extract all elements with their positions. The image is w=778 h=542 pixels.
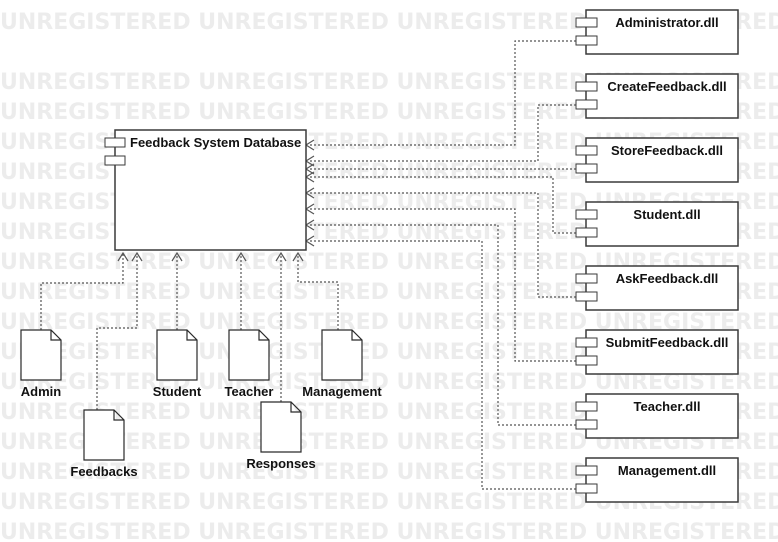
component-box[interactable]: [585, 9, 739, 55]
component-label: StoreFeedback.dll: [611, 143, 723, 158]
component-port-icon: [575, 419, 598, 430]
component-box[interactable]: [585, 265, 739, 311]
component-port-icon: [575, 483, 598, 494]
dependency-line: [40, 254, 124, 330]
component-askfeedback-dll[interactable]: AskFeedback.dll: [575, 265, 739, 311]
component-createfeedback-dll[interactable]: CreateFeedback.dll: [575, 73, 739, 119]
component-port-icon: [575, 227, 598, 238]
arrowhead: [235, 251, 247, 262]
component-port-icon: [575, 17, 598, 28]
component-label: Administrator.dll: [615, 15, 718, 30]
component-port-icon: [575, 35, 598, 46]
component-box[interactable]: [585, 201, 739, 247]
component-box[interactable]: [585, 329, 739, 375]
dependency-line: [297, 254, 339, 330]
component-label: AskFeedback.dll: [616, 271, 719, 286]
component-port-icon: [575, 465, 598, 476]
component-label: Teacher.dll: [634, 399, 701, 414]
dependency-line: [308, 240, 576, 490]
dependency-line: [96, 254, 138, 410]
arrowhead: [117, 251, 129, 262]
artifact-label: Teacher: [225, 384, 274, 399]
component-box[interactable]: [585, 137, 739, 183]
component-management-dll[interactable]: Management.dll: [575, 457, 739, 503]
component-port-icon: [575, 145, 598, 156]
document-icon[interactable]: [260, 401, 302, 453]
component-box[interactable]: [585, 393, 739, 439]
dependency-line: [308, 192, 576, 298]
dll-components: Administrator.dll CreateFeedback.dll Sto…: [575, 9, 739, 503]
arrowhead: [171, 251, 183, 262]
artifact-teacher[interactable]: Teacher: [225, 329, 274, 399]
document-icon[interactable]: [20, 329, 62, 381]
artifact-label: Management: [302, 384, 382, 399]
artifact-responses[interactable]: Responses: [246, 401, 316, 471]
component-box[interactable]: [585, 457, 739, 503]
component-student-dll[interactable]: Student.dll: [575, 201, 739, 247]
watermark-row: UNREGISTERED UNREGISTERED UNREGISTERED U…: [0, 520, 778, 542]
component-label: Student.dll: [633, 207, 700, 222]
component-port-icon: [575, 163, 598, 174]
dependency-line: [308, 40, 576, 146]
component-administrator-dll[interactable]: Administrator.dll: [575, 9, 739, 55]
component-port-icon: [575, 273, 598, 284]
component-box[interactable]: [585, 73, 739, 119]
document-icon[interactable]: [83, 409, 125, 461]
component-port-icon: [575, 291, 598, 302]
document-icon[interactable]: [321, 329, 363, 381]
database-label: Feedback System Database: [130, 135, 301, 150]
component-label: CreateFeedback.dll: [607, 79, 726, 94]
component-label: Management.dll: [618, 463, 716, 478]
component-storefeedback-dll[interactable]: StoreFeedback.dll: [575, 137, 739, 183]
component-port-icon: [575, 401, 598, 412]
dependency-line: [308, 104, 576, 162]
artifact-management[interactable]: Management: [302, 329, 382, 399]
component-port-icon: [575, 81, 598, 92]
database-component[interactable]: Feedback System Database: [104, 129, 307, 251]
arrowhead: [131, 251, 143, 262]
component-port-icon: [104, 137, 126, 148]
artifact-label: Student: [153, 384, 202, 399]
artifact-feedbacks[interactable]: Feedbacks: [70, 409, 138, 479]
component-teacher-dll[interactable]: Teacher.dll: [575, 393, 739, 439]
dependency-line: [308, 176, 576, 234]
component-port-icon: [104, 155, 126, 166]
dependency-line: [308, 208, 576, 362]
database-box[interactable]: [114, 129, 307, 251]
document-icon[interactable]: [228, 329, 270, 381]
component-port-icon: [575, 209, 598, 220]
artifact-student[interactable]: Student: [153, 329, 202, 399]
component-port-icon: [575, 337, 598, 348]
dependency-line: [308, 224, 576, 426]
component-label: SubmitFeedback.dll: [606, 335, 729, 350]
arrowhead: [292, 251, 304, 262]
artifact-dependencies: [40, 251, 339, 410]
artifact-admin[interactable]: Admin: [20, 329, 62, 399]
artifact-label: Responses: [246, 456, 315, 471]
arrowhead: [275, 251, 287, 262]
component-port-icon: [575, 99, 598, 110]
component-submitfeedback-dll[interactable]: SubmitFeedback.dll: [575, 329, 739, 375]
document-icon[interactable]: [156, 329, 198, 381]
document-artifacts: Admin Feedbacks Student Teacher Response…: [20, 329, 382, 479]
artifact-label: Admin: [21, 384, 62, 399]
artifact-label: Feedbacks: [70, 464, 137, 479]
component-port-icon: [575, 355, 598, 366]
